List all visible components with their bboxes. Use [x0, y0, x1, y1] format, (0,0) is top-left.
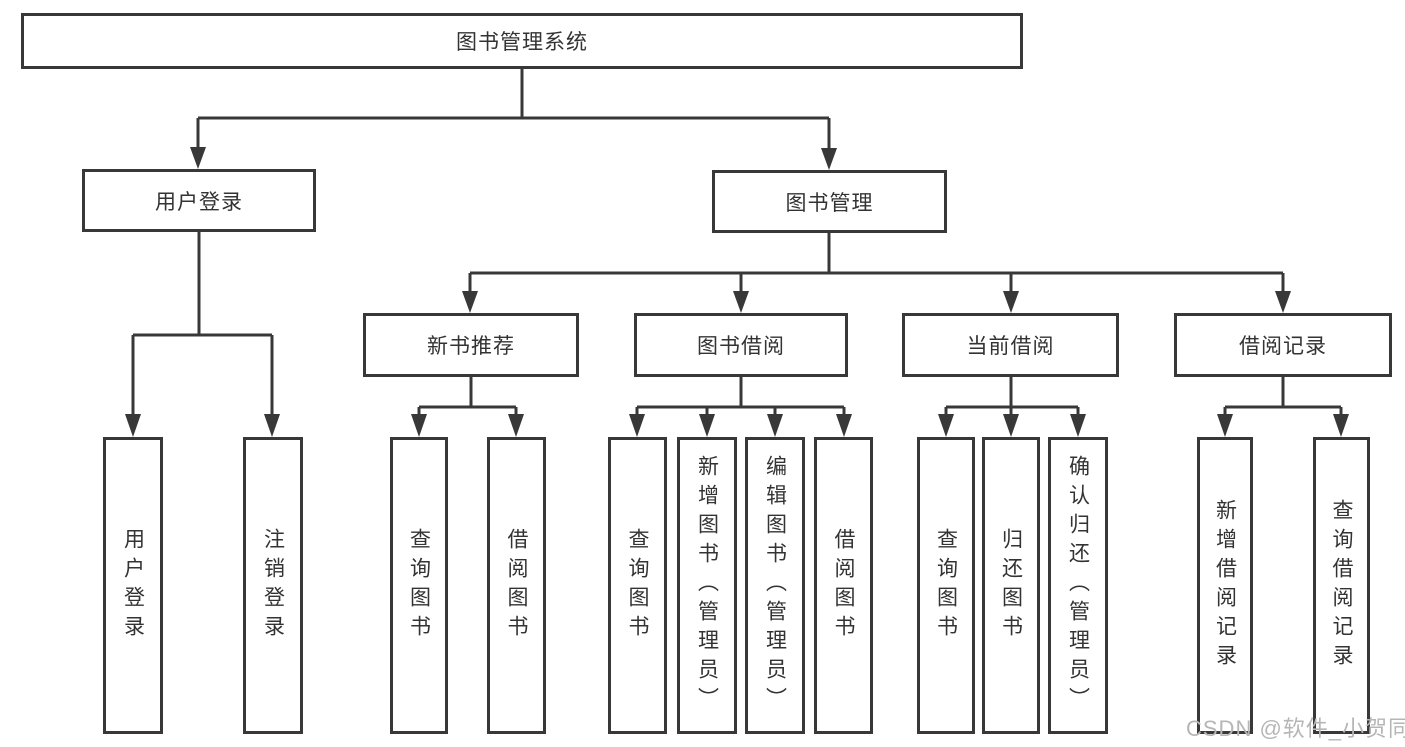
node-label: 查询图书	[407, 527, 431, 644]
node-label: 借阅记录	[1239, 335, 1327, 358]
leaf-confirm-return-admin: 确认归还（管理员）	[1048, 437, 1108, 734]
node-label: 确认归还（管理员）	[1066, 455, 1090, 716]
leaf-return-books: 归还图书	[982, 437, 1040, 734]
edge-user-login-children	[131, 232, 274, 418]
node-label: 用户登录	[155, 190, 243, 214]
node-label: 当前借阅	[966, 335, 1055, 358]
node-label: 图书借阅	[697, 335, 785, 358]
node-label: 借阅图书	[832, 527, 855, 644]
leaf-add-borrow-record: 新增借阅记录	[1197, 437, 1253, 734]
leaf-query-books-recommend: 查询图书	[390, 437, 448, 734]
edge-book-management-children	[468, 233, 1285, 294]
node-new-book-recommend: 新书推荐	[363, 313, 579, 377]
node-label: 新增借阅记录	[1213, 498, 1237, 673]
node-label: 注销登录	[261, 527, 285, 644]
node-label: 查询图书	[934, 527, 958, 644]
leaf-user-login: 用户登录	[103, 437, 163, 734]
leaf-borrow-books: 借阅图书	[814, 437, 873, 734]
edge-current-borrow-children	[944, 377, 1080, 418]
node-book-borrow: 图书借阅	[634, 313, 848, 377]
node-book-management: 图书管理	[712, 170, 947, 233]
edge-new-book-recommend-children	[417, 377, 518, 418]
node-library-management-system: 图书管理系统	[21, 13, 1023, 69]
leaf-query-books-current: 查询图书	[917, 437, 975, 734]
node-label: 查询图书	[626, 527, 649, 644]
node-label: 图书管理	[785, 191, 874, 215]
node-label: 借阅图书	[505, 527, 528, 644]
leaf-query-books: 查询图书	[608, 437, 667, 734]
edge-root-to-level2	[196, 69, 831, 151]
node-label: 新书推荐	[427, 335, 515, 358]
edge-borrow-record-children	[1223, 377, 1343, 418]
edge-book-borrow-children	[635, 377, 846, 418]
leaf-query-borrow-record: 查询借阅记录	[1313, 437, 1370, 734]
node-label: 查询借阅记录	[1330, 498, 1353, 673]
arrowheads	[125, 147, 1349, 437]
node-current-borrow: 当前借阅	[902, 313, 1119, 377]
leaf-logout: 注销登录	[243, 437, 303, 734]
csdn-watermark: CSDN @软件_小贺同学	[1186, 716, 1405, 741]
leaf-add-books-admin: 新增图书（管理员）	[677, 437, 737, 734]
node-user-login: 用户登录	[82, 169, 316, 232]
node-label: 编辑图书（管理员）	[763, 455, 787, 716]
leaf-edit-books-admin: 编辑图书（管理员）	[745, 437, 805, 734]
node-label: 用户登录	[121, 527, 145, 644]
node-borrow-record: 借阅记录	[1174, 313, 1392, 377]
leaf-borrow-books-recommend: 借阅图书	[487, 437, 546, 734]
node-label: 归还图书	[999, 527, 1023, 644]
node-label: 图书管理系统	[456, 31, 588, 54]
node-label: 新增图书（管理员）	[695, 455, 719, 716]
